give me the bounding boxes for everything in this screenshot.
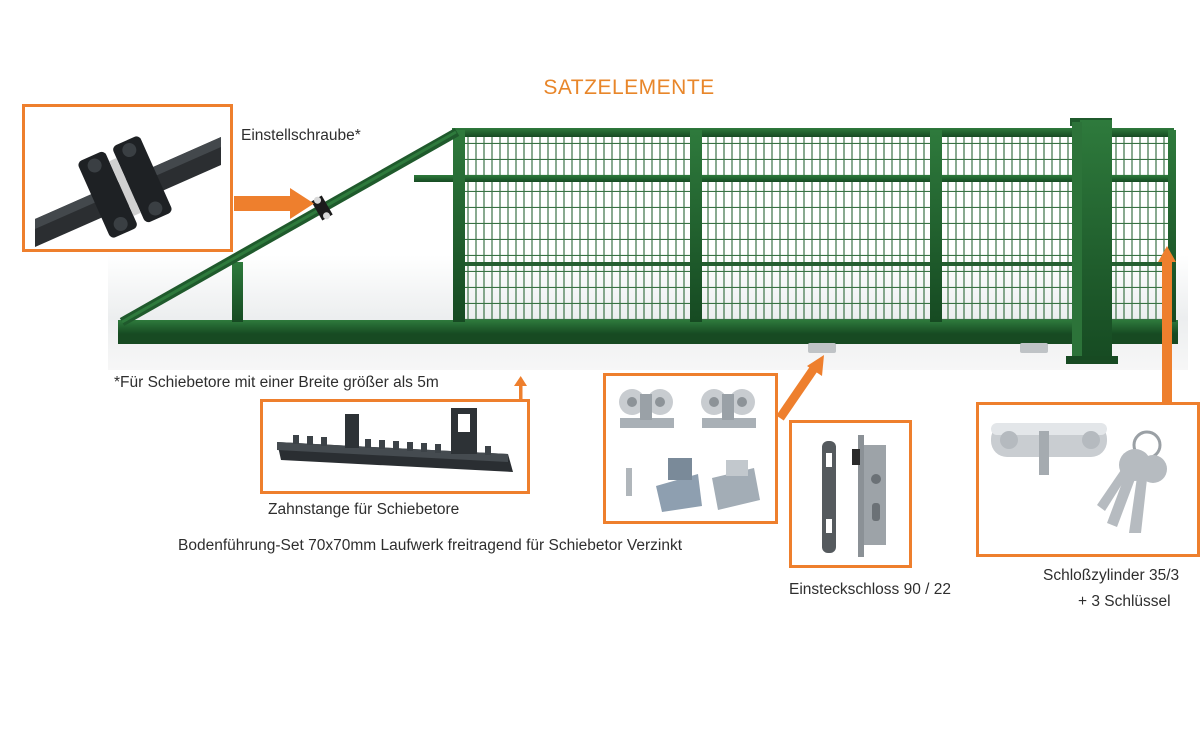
mortise-lock-frame [789, 420, 912, 568]
gear-rack-label: Zahnstange für Schiebetore [268, 501, 460, 518]
roller-marks [808, 343, 1048, 353]
adjust-screw-photo [25, 107, 229, 248]
arrow-up-icon [514, 376, 527, 402]
mortise-lock-label: Einsteckschloss 90 / 22 [789, 581, 951, 598]
ground-guide-photo [606, 376, 774, 520]
adjust-screw-mark [311, 195, 333, 221]
arrow-right-icon [234, 188, 314, 219]
arrow-up-icon [1158, 246, 1176, 402]
gear-rack-photo [263, 402, 526, 490]
adjust-screw-label: Einstellschraube* [241, 127, 361, 144]
keys [1097, 430, 1167, 533]
arrow-diagonal-icon [776, 355, 824, 421]
gate-mesh [456, 135, 1172, 320]
lock-cylinder-label-line2: + 3 Schlüssel [1078, 593, 1171, 610]
footnote: *Für Schiebetore mit einer Breite größer… [114, 374, 439, 391]
page-title: SATZELEMENTE [543, 76, 715, 99]
mortise-lock-photo [792, 423, 908, 564]
lock-cylinder-frame [976, 402, 1200, 557]
ground-guide-frame [603, 373, 778, 524]
gate-frame [118, 128, 1178, 344]
gate-post [1066, 118, 1118, 364]
lock-cylinder-photo [979, 405, 1197, 553]
ground-guide-label: Bodenführung-Set 70x70mm Laufwerk freitr… [178, 537, 683, 554]
adjust-screw-detail-frame [22, 104, 233, 252]
roller-carriage-right [701, 389, 756, 428]
lock-cylinder-label-line1: Schloßzylinder 35/3 [1043, 567, 1180, 584]
guide-bracket [626, 458, 760, 512]
gear-rack-frame [260, 399, 530, 494]
roller-carriage-left [619, 389, 674, 428]
